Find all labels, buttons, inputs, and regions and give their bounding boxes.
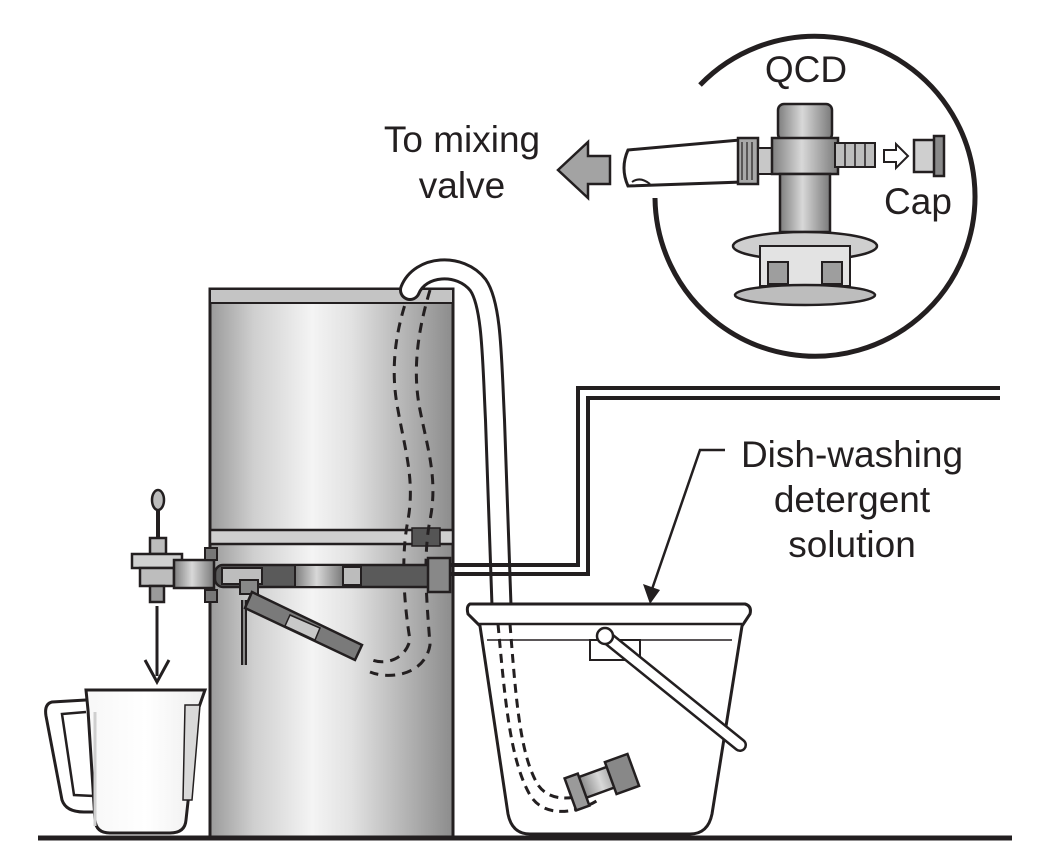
pitcher	[44, 688, 208, 835]
qcd-label: QCD	[765, 49, 847, 90]
hose-in-bucket-dashed	[496, 623, 599, 813]
detergent-label-line2: detergent	[774, 479, 931, 520]
submerged-part	[563, 752, 641, 812]
cap-part	[912, 134, 946, 178]
detergent-label-line1: Dish-washing	[741, 434, 963, 475]
beverage-tank	[208, 287, 455, 839]
supply-line	[440, 386, 1000, 576]
internal-tube-dashed	[369, 289, 435, 677]
to-mixing-label-line1: To mixing	[384, 119, 540, 160]
qcd-attached	[213, 556, 452, 665]
to-mixing-valve-arrow	[556, 139, 612, 201]
cap-label: Cap	[884, 181, 952, 222]
detergent-leader	[643, 448, 725, 604]
dispense-faucet	[130, 488, 218, 604]
bucket	[465, 602, 752, 836]
qcd-detail-callout	[622, 33, 978, 359]
to-mixing-label-line2: valve	[419, 165, 505, 206]
flow-down-arrow	[143, 606, 171, 686]
detergent-label-line3: solution	[788, 524, 916, 565]
